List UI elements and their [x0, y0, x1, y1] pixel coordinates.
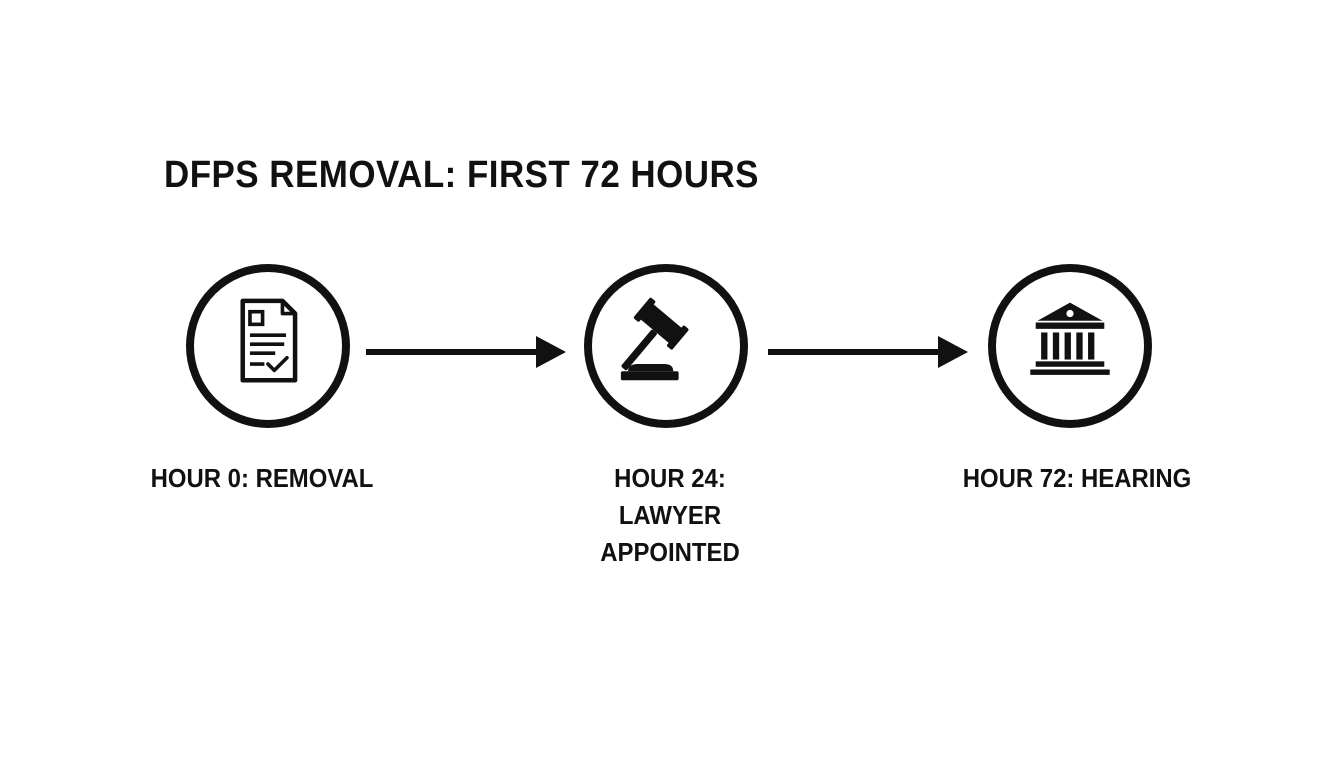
page-title: DFPS REMOVAL: FIRST 72 HOURS	[164, 154, 759, 196]
step-1-circle	[186, 264, 350, 428]
step-2-circle	[584, 264, 748, 428]
arrow-right-icon	[768, 336, 968, 368]
step-3-circle	[988, 264, 1152, 428]
step-1-label: HOUR 0: REMOVAL	[150, 463, 374, 493]
document-check-icon	[240, 298, 298, 383]
step-2-label: HOUR 24: LAWYER APPOINTED	[600, 463, 740, 567]
step-3-label: HOUR 72: HEARING	[962, 463, 1192, 493]
courthouse-icon	[1030, 302, 1110, 375]
arrow-right-icon	[366, 336, 566, 368]
gavel-icon	[620, 297, 689, 381]
